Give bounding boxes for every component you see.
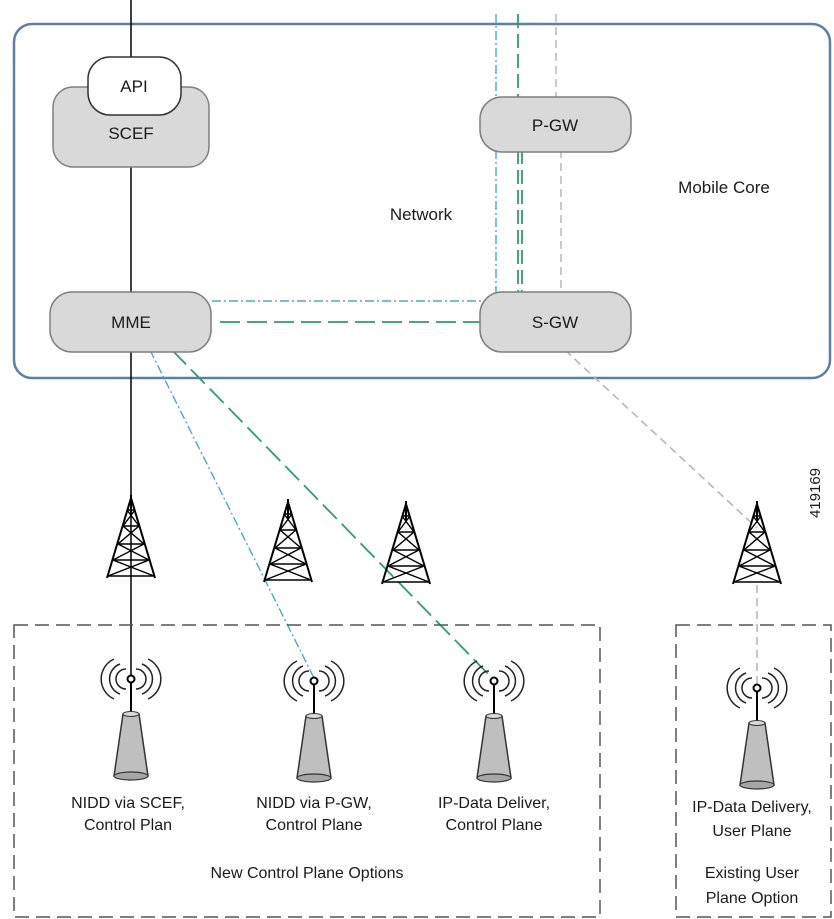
sgw-node [479,291,632,353]
iot-device-icon [100,658,162,781]
existing-user-plane-group [675,624,832,918]
cell-tower-icon [263,498,313,583]
figure-id: 419169 [807,468,824,518]
scef-label: SCEF [108,124,153,143]
pgw-node [479,96,632,153]
api-label: API [120,77,147,96]
iot-device-icon [283,660,345,783]
mme-node [49,291,212,353]
device-4-label-line1: IP-Data Delivery, [692,799,812,816]
network-label: Network [390,205,453,224]
mme-device2-blue [149,349,316,681]
mobile-core-boundary [12,22,832,380]
existing-user-plane-label-line2: Plane Option [706,890,799,907]
device-4-label-line2: User Plane [712,823,791,840]
mme-device3-green [171,349,495,681]
sgw-label: S-GW [532,313,578,332]
cell-tower-icon [732,500,782,585]
pgw-label: P-GW [532,116,578,135]
iot-device-icon [726,667,788,790]
device-3-label-line1: IP-Data Deliver, [438,795,550,812]
device-1-label-line2: Control Plan [84,817,172,834]
existing-user-plane-label-line1: Existing User [705,865,800,882]
mme-label: MME [111,313,151,332]
device-1-label-line1: NIDD via SCEF, [71,795,185,812]
mobile-core-label: Mobile Core [678,178,770,197]
new-control-plane-group [13,624,601,918]
api-node [87,56,182,116]
new-control-plane-label: New Control Plane Options [211,865,404,882]
iot-device-icon [463,660,525,783]
device-2-label-line2: Control Plane [266,817,363,834]
sgw-device4-gray [564,349,758,529]
device-3-label-line2: Control Plane [446,817,543,834]
device-2-label-line1: NIDD via P-GW, [256,795,372,812]
